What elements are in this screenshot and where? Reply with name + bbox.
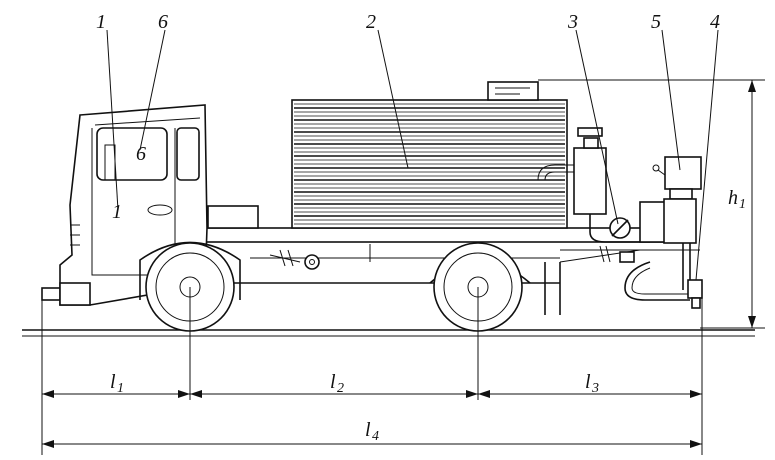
length-dimensions — [41, 287, 703, 455]
svg-text:l: l — [330, 371, 336, 393]
svg-text:l: l — [365, 419, 371, 441]
callout-2: 2 — [366, 11, 376, 33]
callout-1: 1 — [96, 11, 106, 33]
marker-6: 6 — [136, 143, 146, 165]
pump-assembly — [573, 127, 671, 243]
callout-4: 4 — [710, 11, 720, 33]
dim-label-l4: l 4 — [365, 419, 379, 444]
tank — [291, 81, 580, 229]
svg-text:2: 2 — [337, 381, 344, 396]
svg-text:4: 4 — [372, 429, 379, 444]
callout-6: 6 — [158, 11, 168, 33]
callout-3: 3 — [567, 11, 578, 33]
svg-text:1: 1 — [117, 381, 124, 396]
svg-text:l: l — [110, 371, 116, 393]
svg-text:l: l — [585, 371, 591, 393]
height-dimension — [538, 79, 765, 329]
leader-lines — [106, 29, 719, 281]
dim-label-l3: l 3 — [585, 371, 599, 396]
svg-text:h: h — [728, 187, 738, 209]
dim-label-h1: h 1 — [728, 187, 746, 212]
dim-label-l2: l 2 — [330, 371, 344, 396]
ground-line — [22, 329, 755, 337]
marker-1: 1 — [112, 201, 122, 223]
dim-label-l1: l 1 — [110, 371, 124, 396]
svg-text:1: 1 — [739, 197, 746, 212]
spray-nozzle — [624, 261, 703, 309]
callout-5: 5 — [651, 11, 661, 33]
svg-text:3: 3 — [591, 381, 599, 396]
